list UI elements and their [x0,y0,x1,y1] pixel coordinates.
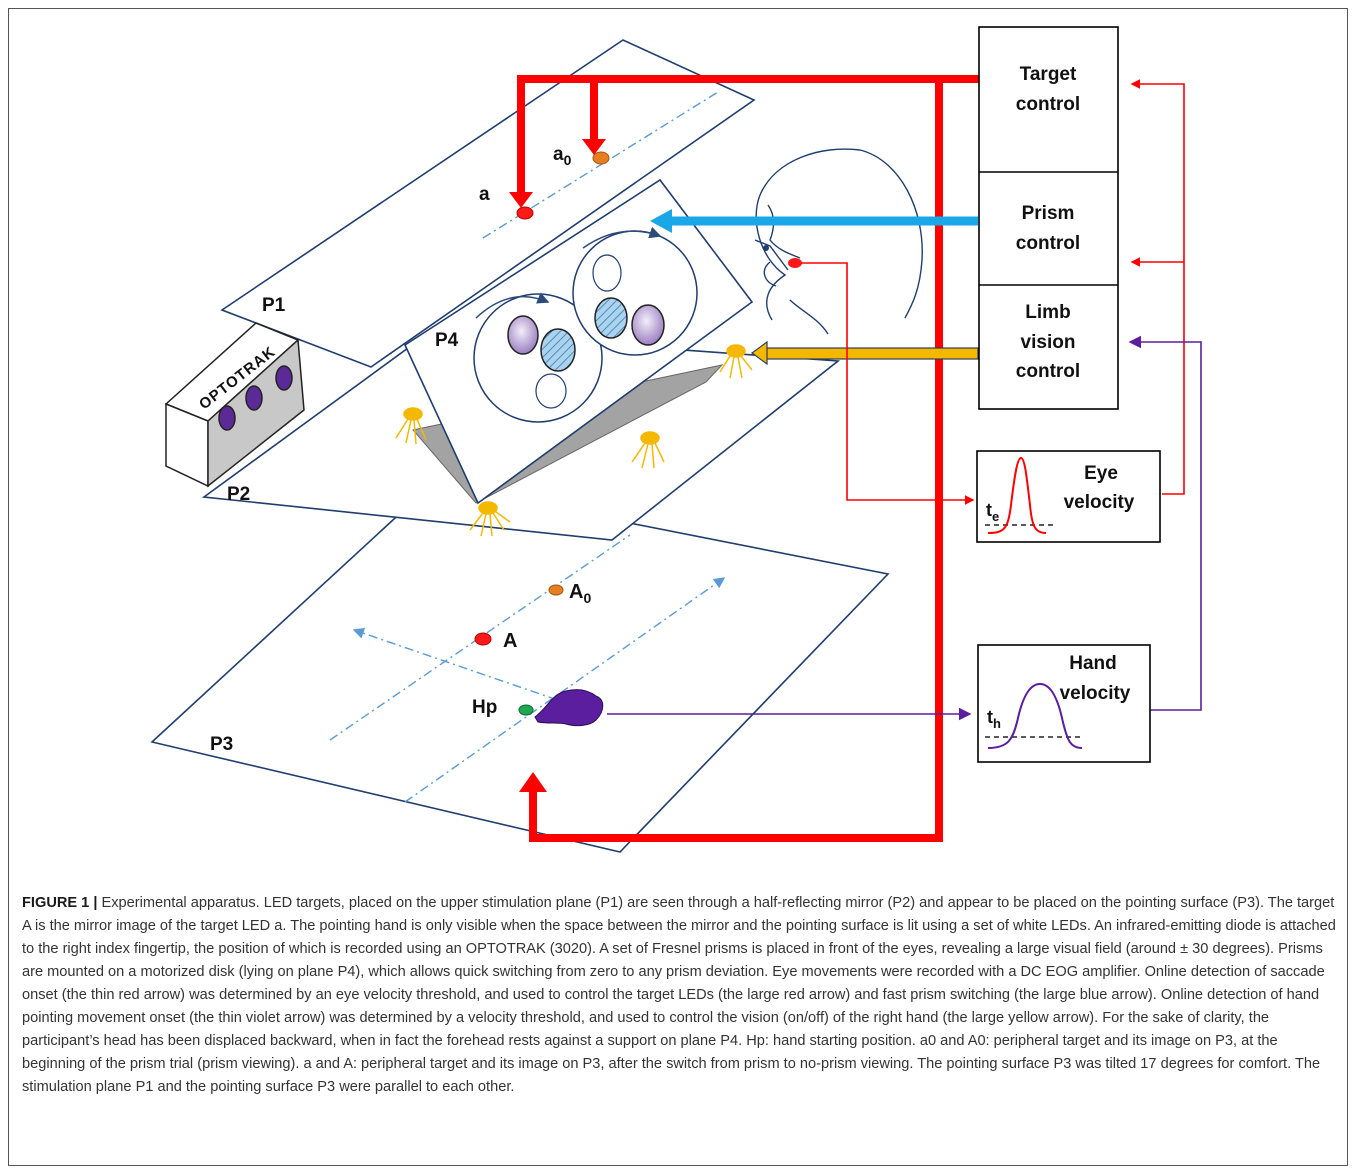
led-hp [518,704,534,716]
saccade-onset-arrow [801,262,975,505]
prism-lens-hatched-left [540,328,576,372]
control-box-stack [978,26,1119,410]
eye-velocity-label-1: Eye [1084,463,1118,484]
target-arrowhead-p3 [519,772,547,792]
prism-lens-violet-left [507,315,539,355]
hand-velocity-box [977,644,1151,763]
target-control-label-1: Target [1020,64,1077,85]
label-A: A [503,630,517,652]
plane-p3 [150,483,890,853]
label-P3: P3 [210,734,233,755]
prism-control-arrow [650,209,978,233]
prism-disk-right [572,226,698,356]
label-a0: a0 [553,144,572,168]
hand-velocity-label-1: Hand [1069,653,1117,674]
target-line-p3-upper [329,534,631,741]
prism-control-label-2: control [1016,233,1080,254]
led-A0 [548,584,564,596]
optotrak-lens-1 [218,405,236,431]
eye-velocity-label-2: velocity [1064,492,1135,513]
hand-to-limb-line [1128,335,1202,711]
rotation-arrow-left [475,292,550,319]
target-line-p3-cross [352,627,576,707]
white-led-lamp-3 [469,501,511,537]
figure-frame [8,8,1348,1166]
led-a [516,206,534,220]
label-Hp: Hp [472,697,497,718]
limb-control-label-3: control [1016,361,1080,382]
label-P2: P2 [227,484,250,505]
prism-disk-left [473,292,603,423]
prism-lens-empty-right [592,254,622,292]
hand-shape [534,689,604,727]
limb-control-label-2: vision [1021,332,1076,353]
eye-velocity-box [976,450,1161,543]
plane-p1 [220,39,756,368]
eye-to-controls-line [1130,79,1185,495]
target-arrowhead-a [509,192,533,208]
limb-vision-arrow [750,340,979,366]
eye-electrode [788,258,802,268]
white-led-lamp-4 [719,344,753,379]
prism-lens-empty-left [535,373,567,409]
hand-threshold-t: th [987,707,1001,731]
figure-caption: FIGURE 1 | Experimental apparatus. LED t… [22,892,1338,1099]
prism-control-label-1: Prism [1022,203,1075,224]
target-arrowhead-a0 [582,139,606,155]
led-A [474,632,492,646]
hand-velocity-label-2: velocity [1060,683,1131,704]
optotrak-lens-2 [245,385,263,411]
label-A0: A0 [569,581,591,606]
label-P4: P4 [435,330,459,351]
apparatus-diagram: OPTOTRAK [150,26,1202,853]
eye-velocity-curve [987,456,1047,534]
prism-lens-violet-right [631,304,665,346]
participant-head [754,148,923,335]
led-a0 [592,151,610,165]
optotrak-lens-3 [275,365,293,391]
white-led-lamp-1 [395,407,427,445]
optotrak-device: OPTOTRAK [164,322,305,488]
figure-number: FIGURE 1 | [22,895,98,911]
eye-threshold-t: te [986,500,999,524]
target-line-p3-lower [404,577,726,803]
label-a: a [479,184,490,205]
limb-control-label-1: Limb [1025,302,1070,323]
rotation-arrow-right [582,226,662,249]
hand-velocity-curve [987,682,1083,749]
caption-text: Experimental apparatus. LED targets, pla… [22,895,1336,1095]
label-P1: P1 [262,295,286,316]
prism-lens-hatched-right [594,297,628,339]
target-control-label-2: control [1016,94,1080,115]
target-control-arrow [517,75,980,842]
white-led-lamp-2 [631,431,665,469]
